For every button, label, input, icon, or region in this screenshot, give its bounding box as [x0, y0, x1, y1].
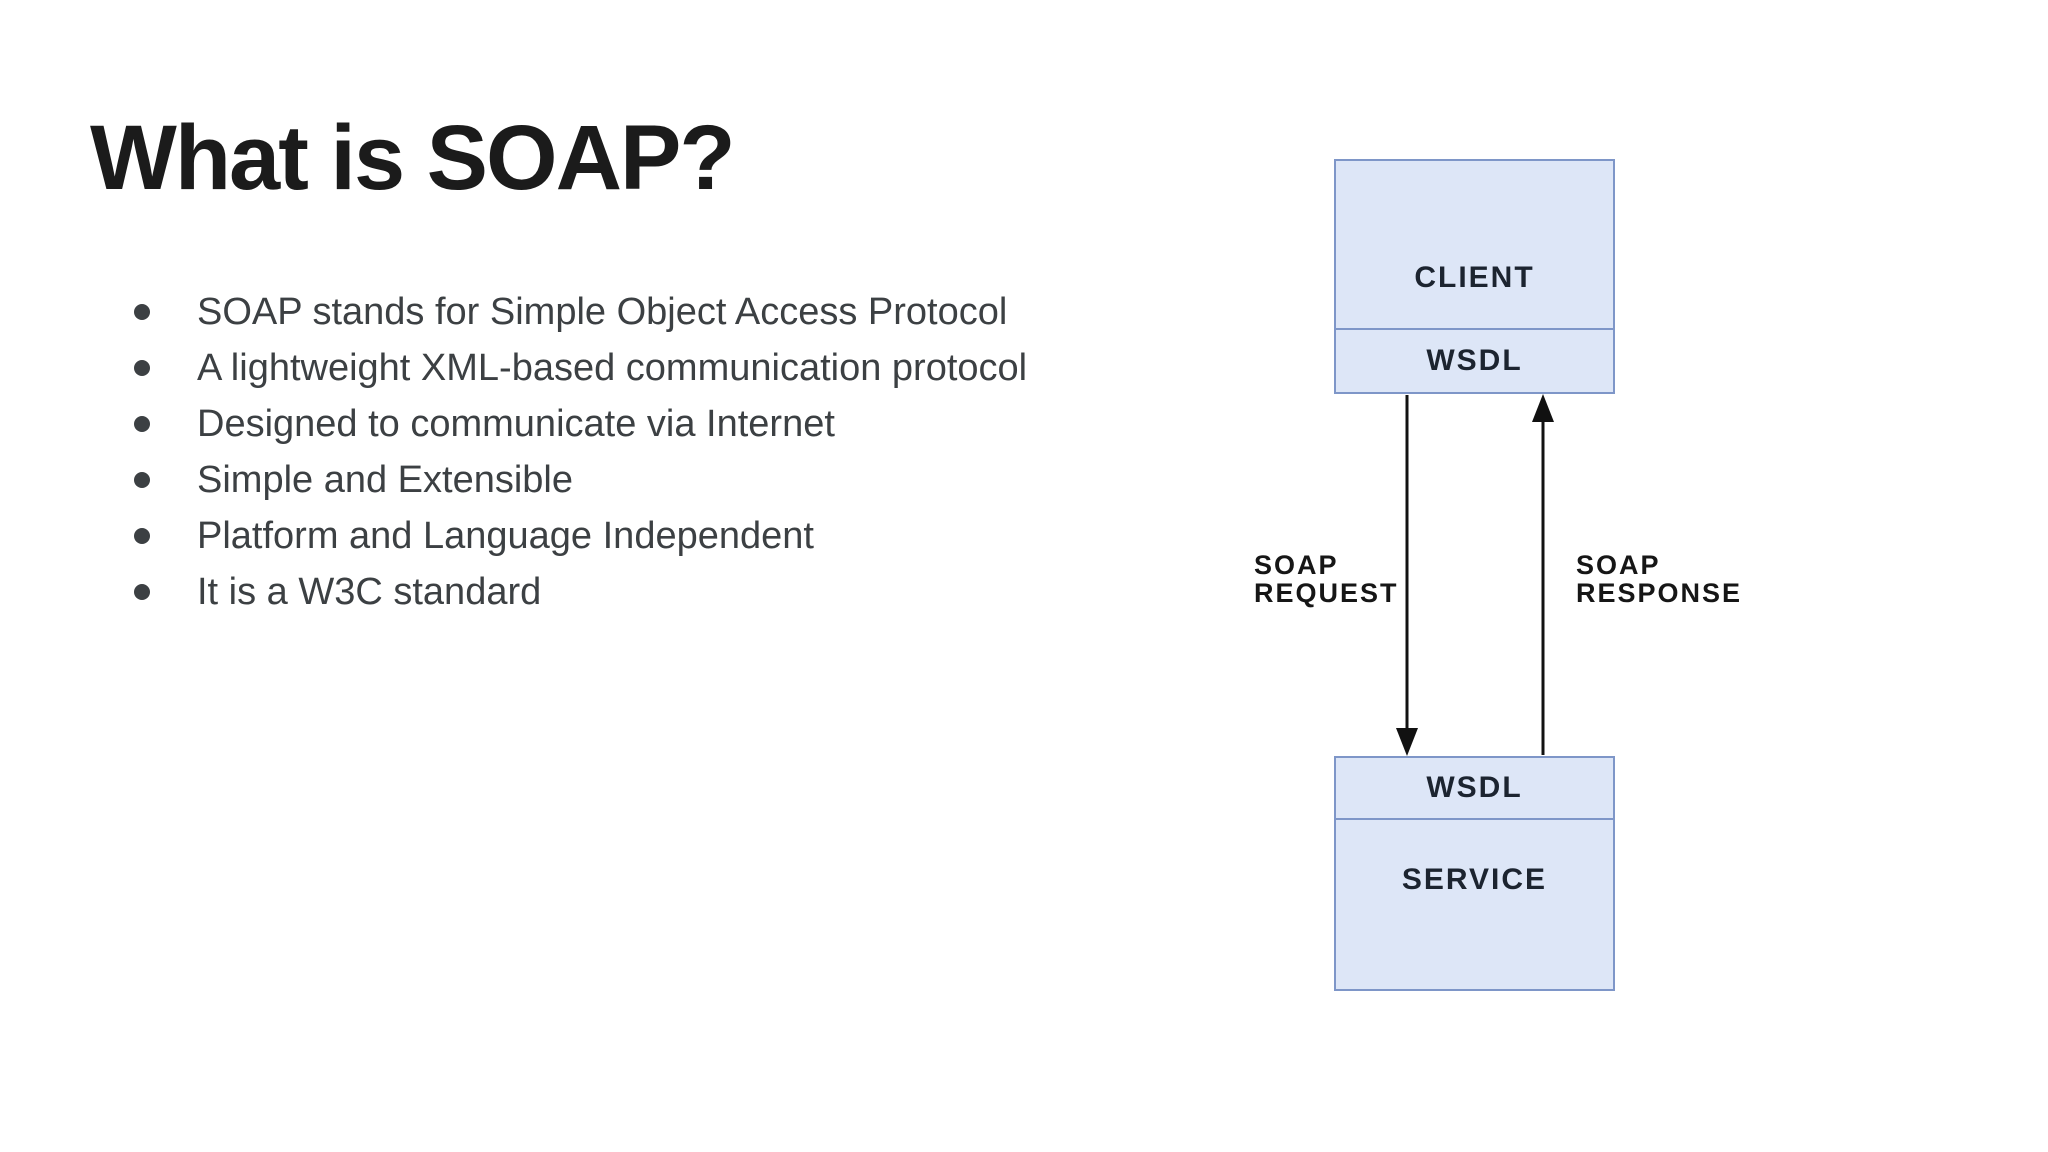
service-box: WSDL SERVICE: [1334, 756, 1615, 991]
soap-request-label-line1: SOAP: [1254, 550, 1339, 580]
bullet-icon: [134, 416, 150, 432]
bullet-icon: [134, 528, 150, 544]
bullet-icon: [134, 360, 150, 376]
bullet-text: It is a W3C standard: [197, 570, 542, 613]
bullet-text: SOAP stands for Simple Object Access Pro…: [197, 290, 1008, 333]
client-wsdl-label: WSDL: [1426, 344, 1523, 377]
bullet-text: Simple and Extensible: [197, 458, 573, 501]
page-title: What is SOAP?: [90, 107, 736, 209]
request-response-arrows: [1396, 394, 1554, 756]
service-wsdl-label: WSDL: [1426, 771, 1523, 804]
soap-request-arrowhead-icon: [1396, 728, 1418, 756]
bullet-text: Platform and Language Independent: [197, 514, 814, 557]
bullet-icon: [134, 304, 150, 320]
bullet-icon: [134, 472, 150, 488]
client-section: CLIENT: [1336, 161, 1613, 330]
soap-request-label: SOAP REQUEST: [1254, 551, 1399, 607]
bullet-icon: [134, 584, 150, 600]
soap-response-label-line2: RESPONSE: [1576, 578, 1743, 608]
client-wsdl-strip: WSDL: [1336, 330, 1613, 392]
client-label: CLIENT: [1414, 260, 1535, 294]
service-wsdl-strip: WSDL: [1336, 758, 1613, 820]
soap-response-label: SOAP RESPONSE: [1576, 551, 1742, 607]
list-item: SOAP stands for Simple Object Access Pro…: [134, 284, 1027, 340]
list-item: Designed to communicate via Internet: [134, 396, 1027, 452]
bullet-text: Designed to communicate via Internet: [197, 402, 835, 445]
list-item: Simple and Extensible: [134, 452, 1027, 508]
service-section: SERVICE: [1336, 820, 1613, 989]
bullet-list: SOAP stands for Simple Object Access Pro…: [134, 284, 1027, 620]
soap-response-label-line1: SOAP: [1576, 550, 1661, 580]
soap-response-arrowhead-icon: [1532, 394, 1554, 422]
service-label: SERVICE: [1401, 862, 1548, 896]
bullet-text: A lightweight XML-based communication pr…: [197, 346, 1028, 389]
list-item: A lightweight XML-based communication pr…: [134, 340, 1027, 396]
soap-request-label-line2: REQUEST: [1254, 578, 1399, 608]
list-item: Platform and Language Independent: [134, 508, 1027, 564]
list-item: It is a W3C standard: [134, 564, 1027, 620]
client-box: CLIENT WSDL: [1334, 159, 1615, 394]
